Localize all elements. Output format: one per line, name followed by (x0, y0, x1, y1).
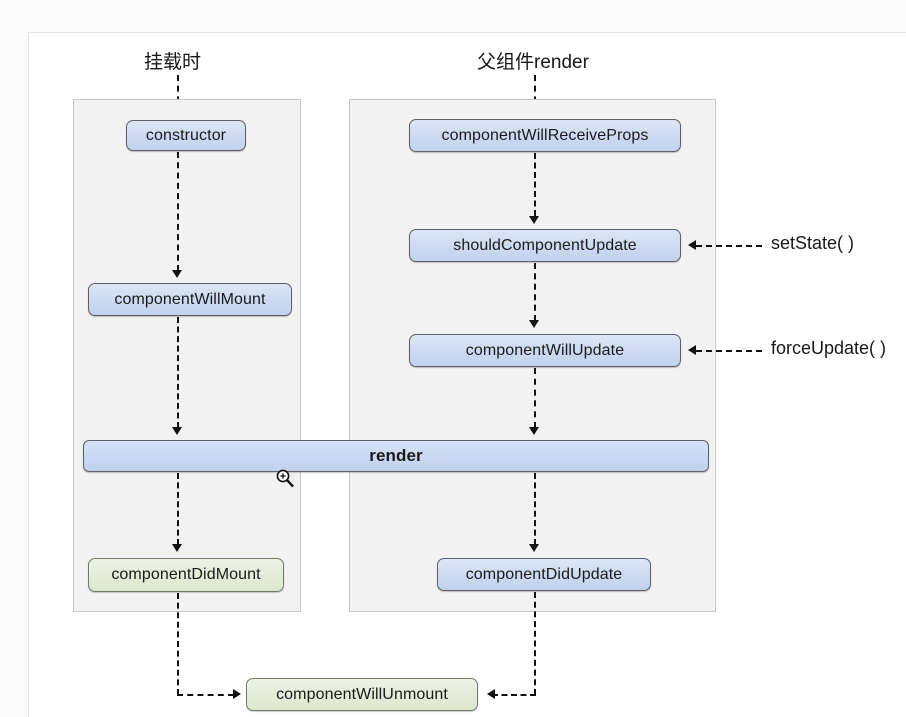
connector-render-to-did-update (534, 473, 536, 545)
node-component-will-update: componentWillUpdate (409, 334, 681, 367)
connector-will-mount-to-render (177, 317, 179, 428)
node-component-will-receive-props: componentWillReceiveProps (409, 119, 681, 152)
arrowhead-did-mount (172, 544, 182, 552)
update-phase-caption: 父组件render (477, 52, 589, 73)
node-constructor: constructor (126, 120, 246, 151)
connector-update-entry (534, 75, 536, 113)
magnifier-zoom-in-icon (276, 469, 294, 488)
connector-set-state (696, 245, 762, 247)
arrowhead-unmount-right (487, 689, 495, 699)
node-render: render (83, 440, 709, 472)
mount-phase-panel (73, 99, 301, 612)
set-state-trigger-label: setState( ) (771, 233, 855, 253)
connector-constructor-to-will-mount (177, 152, 179, 271)
arrowhead-render-left (172, 427, 182, 435)
node-should-component-update: shouldComponentUpdate (409, 229, 681, 262)
connector-render-to-did-mount (177, 473, 179, 545)
connector-did-update-to-unmount-horizontal (492, 694, 536, 696)
force-update-trigger-label: forceUpdate( ) (771, 338, 887, 358)
arrowhead-force-update (688, 345, 696, 355)
connector-force-update (696, 350, 762, 352)
node-component-will-mount: componentWillMount (88, 283, 292, 316)
arrowhead-unmount-left (233, 689, 241, 699)
arrowhead-render-right (529, 427, 539, 435)
connector-should-update-to-will-update (534, 263, 536, 321)
connector-did-update-to-unmount-vertical (534, 592, 536, 695)
connector-receive-props-to-should-update (534, 153, 536, 216)
arrowhead-set-state (688, 240, 696, 250)
connector-did-mount-to-unmount-horizontal (177, 694, 234, 696)
arrowhead-component-did-update (529, 544, 539, 552)
node-component-did-mount: componentDidMount (88, 558, 284, 592)
connector-will-update-to-render (534, 368, 536, 428)
arrowhead-component-will-update (529, 320, 539, 328)
mount-phase-caption: 挂载时 (144, 52, 202, 73)
arrowhead-should-component-update (529, 216, 539, 224)
node-component-did-update: componentDidUpdate (437, 558, 651, 591)
node-component-will-unmount: componentWillUnmount (246, 678, 478, 711)
arrowhead-will-mount (172, 270, 182, 278)
connector-did-mount-to-unmount-vertical (177, 593, 179, 695)
connector-mount-entry (177, 75, 179, 113)
